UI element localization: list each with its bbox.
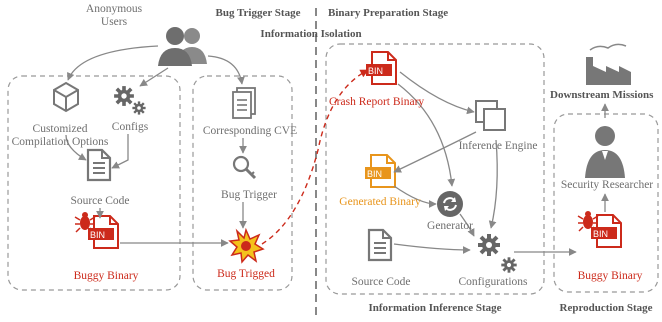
label-compilation-options-2: Compilation Options xyxy=(11,136,109,148)
label-source-code-left: Source Code xyxy=(70,195,130,207)
label-bug-trigged: Bug Trigged xyxy=(217,268,275,280)
pages-icon xyxy=(232,87,256,119)
search-key-icon xyxy=(232,155,257,180)
users-icon xyxy=(158,27,207,66)
bin-tag: BIN xyxy=(367,169,383,179)
bin-tag: BIN xyxy=(90,230,106,240)
explosion-icon xyxy=(228,227,265,264)
users-label-1: Anonymous xyxy=(85,3,143,15)
refresh-circle-icon xyxy=(437,191,463,217)
reproduction-panel xyxy=(553,113,659,293)
arrow-engine-to-generated xyxy=(393,131,477,173)
arrow-engine-to-config xyxy=(488,139,498,229)
arrow-generated-to-generator xyxy=(393,185,437,208)
label-compilation-options-1: Customized xyxy=(32,123,88,135)
stage-information-inference: Information Inference Stage xyxy=(368,302,502,314)
label-source-code-middle: Source Code xyxy=(351,276,411,288)
arrow-users-to-configs xyxy=(139,67,169,87)
label-configs: Configs xyxy=(111,121,149,133)
arrow-generator-to-config xyxy=(459,213,475,237)
document-icon xyxy=(367,228,393,262)
label-security-researcher: Security Researcher xyxy=(560,179,654,191)
label-configurations: Configurations xyxy=(458,276,528,288)
label-downstream-missions: Downstream Missions xyxy=(550,89,654,101)
arrow-source-to-config xyxy=(393,243,471,254)
arrow-users-to-cve xyxy=(207,55,245,85)
gears-icon xyxy=(112,84,147,116)
researcher-icon xyxy=(585,126,625,178)
copy-windows-icon xyxy=(475,100,506,131)
arrow-crash-to-engine xyxy=(399,71,475,115)
label-generated-binary: Generated Binary xyxy=(339,196,421,208)
arrow-explosion-to-crash xyxy=(261,69,369,245)
source-side-panel xyxy=(7,75,181,291)
bug-trigger-panel xyxy=(192,75,293,291)
factory-icon xyxy=(586,43,631,85)
label-corresponding-cve: Corresponding CVE xyxy=(202,125,298,137)
users-label-2: Users xyxy=(100,16,128,28)
cube-icon xyxy=(53,81,79,113)
label-buggy-binary-left: Buggy Binary xyxy=(73,270,139,282)
arrow-crash-to-generator xyxy=(397,83,456,187)
document-icon xyxy=(86,148,112,182)
arrow-configs-to-source xyxy=(111,134,129,169)
label-bug-trigger: Bug Trigger xyxy=(221,189,277,201)
bin-tag: BIN xyxy=(593,229,609,239)
stage-reproduction: Reproduction Stage xyxy=(559,302,653,314)
label-inference-engine: Inference Engine xyxy=(458,140,538,152)
label-buggy-binary-right: Buggy Binary xyxy=(577,270,643,282)
inference-panel xyxy=(325,43,545,295)
arrow-cube-to-source xyxy=(65,134,87,161)
stage-bug-trigger: Bug Trigger Stage xyxy=(215,7,301,19)
bin-tag: BIN xyxy=(368,66,384,76)
stage-information-isolation: Information Isolation xyxy=(260,28,362,40)
label-generator: Generator xyxy=(427,220,473,232)
gears-icon xyxy=(476,232,519,275)
stage-binary-preparation: Binary Preparation Stage xyxy=(328,7,449,19)
arrow-users-to-cube xyxy=(66,45,159,81)
label-crash-report-binary: Crash Report Binary xyxy=(329,96,425,108)
